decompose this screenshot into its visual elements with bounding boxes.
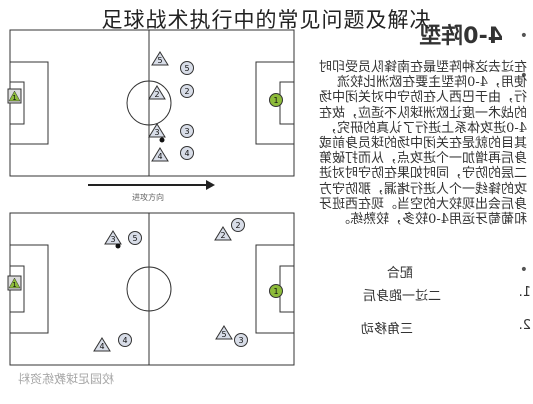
- watermark: 校园足球教练资料: [18, 372, 115, 386]
- svg-text:2: 2: [220, 231, 225, 240]
- svg-text:3: 3: [238, 336, 243, 345]
- bullet-icon: •: [519, 262, 528, 278]
- bottom-player-circle: 5: [128, 231, 142, 245]
- list-item-number: 1.: [518, 285, 531, 300]
- section-heading: 配合: [386, 266, 413, 281]
- text-panel: 4-0阵型 • • 在过去这种阵型最在南锋队员受印时使用，4-0阵型主要在欧洲比…: [298, 0, 533, 400]
- bottom-player-triangle: 2: [214, 226, 232, 241]
- svg-text:4: 4: [99, 342, 104, 351]
- svg-text:3: 3: [110, 235, 115, 244]
- arrow-label: 进攻方向: [132, 192, 164, 202]
- list-item-label: 二过一跑身后: [362, 289, 441, 304]
- top-player-circle: 2: [180, 84, 194, 98]
- bottom-player-triangle: 4: [93, 337, 111, 352]
- svg-text:1: 1: [12, 281, 16, 289]
- svg-text:5: 5: [132, 234, 137, 243]
- bottom-pitch: [9, 212, 295, 366]
- bottom-player-circle: 3: [234, 333, 248, 347]
- top-player-triangle: 5: [151, 51, 169, 66]
- top-pitch: [9, 29, 295, 177]
- list-item-number: 2.: [518, 318, 531, 333]
- svg-text:5: 5: [157, 56, 162, 65]
- svg-text:3: 3: [154, 128, 159, 137]
- svg-text:1: 1: [273, 96, 278, 105]
- svg-text:5: 5: [184, 64, 189, 73]
- svg-text:4: 4: [122, 336, 127, 345]
- top-player-triangle: 4: [151, 147, 169, 162]
- top-player-triangle: 2: [148, 85, 166, 100]
- page-title: 足球战术执行中的常见问题及解决: [101, 8, 432, 32]
- top-player-triangle: 3: [148, 123, 166, 138]
- attack-direction-arrow: [88, 180, 215, 190]
- ball-icon: [159, 137, 165, 143]
- svg-text:2: 2: [184, 87, 189, 96]
- bottom-player-triangle: 5: [215, 325, 233, 340]
- bottom-player-square: 1: [7, 275, 22, 291]
- top-player-keeper-circle: 1: [269, 93, 283, 107]
- top-player-circle: 4: [180, 146, 194, 160]
- svg-text:5: 5: [221, 330, 226, 339]
- svg-text:3: 3: [184, 127, 189, 136]
- svg-text:2: 2: [154, 90, 159, 99]
- bottom-player-circle: 4: [118, 333, 132, 347]
- top-player-circle: 5: [180, 61, 194, 75]
- bottom-player-triangle: 3: [104, 230, 122, 245]
- svg-text:2: 2: [235, 221, 240, 230]
- svg-text:1: 1: [273, 287, 278, 296]
- svg-text:4: 4: [157, 152, 162, 161]
- bottom-player-circle: 2: [231, 218, 245, 232]
- top-player-square: 1: [7, 88, 22, 104]
- panel-body-text: 在过去这种阵型最在南锋队员受印时使用，4-0阵型主要在欧洲比较流行，由于巴西人在…: [318, 60, 527, 228]
- ball-icon: [115, 243, 121, 249]
- svg-text:1: 1: [12, 94, 16, 102]
- svg-text:4: 4: [184, 149, 189, 158]
- list-item-label: 三角移动: [360, 322, 413, 337]
- top-player-circle: 3: [180, 124, 194, 138]
- tactics-diagram: 进攻方向 1 5 2 3 4 5 2 3: [7, 29, 295, 366]
- bottom-player-keeper-circle: 1: [269, 284, 283, 298]
